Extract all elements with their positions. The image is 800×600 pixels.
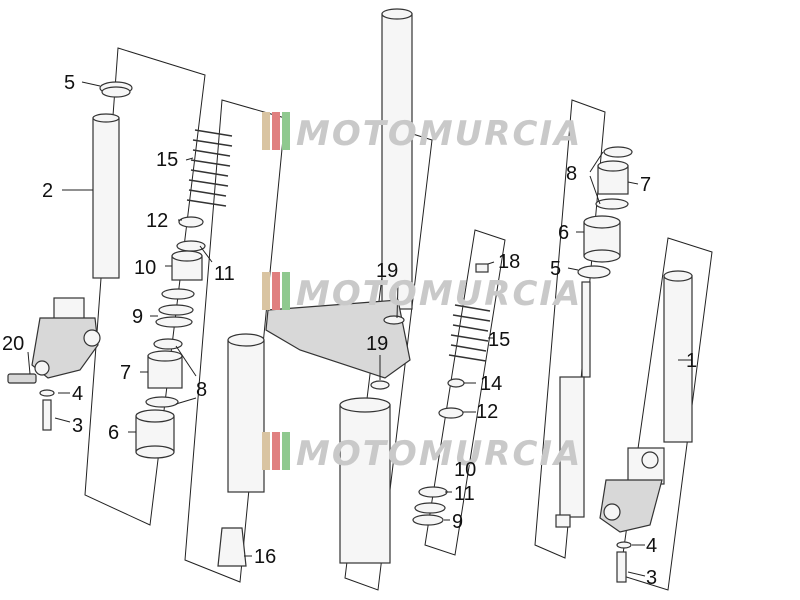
- callout-6-left[interactable]: 6: [108, 422, 119, 444]
- callout-7-right[interactable]: 7: [640, 174, 651, 196]
- callout-4-left[interactable]: 4: [72, 383, 83, 405]
- callout-15-left[interactable]: 15: [156, 149, 178, 171]
- fork-slider-left[interactable]: [31, 297, 101, 379]
- left-inner-tube[interactable]: [227, 333, 265, 493]
- part-4-washer-right[interactable]: [616, 541, 632, 549]
- part-9-rings-right[interactable]: [412, 502, 446, 526]
- callout-15-right[interactable]: 15: [488, 329, 510, 351]
- callout-19-bottom[interactable]: 19: [366, 333, 388, 355]
- part-2-fork-tube-left[interactable]: [92, 113, 120, 279]
- part-5-seal-left[interactable]: [99, 81, 133, 98]
- callout-12-left[interactable]: 12: [146, 210, 168, 232]
- part-7-bushing-left[interactable]: [147, 350, 183, 389]
- part-19-washer-top[interactable]: [383, 315, 405, 325]
- callout-9-left[interactable]: 9: [132, 306, 143, 328]
- callout-20[interactable]: 20: [2, 333, 24, 355]
- part-11-ring-left[interactable]: [176, 240, 206, 252]
- part-7-bushing-right[interactable]: [597, 160, 629, 195]
- part-8-clips-left[interactable]: [145, 338, 183, 408]
- svg-text:MOTOMURCIA: MOTOMURCIA: [296, 274, 582, 314]
- callout-7-left[interactable]: 7: [120, 362, 131, 384]
- callout-3-left[interactable]: 3: [72, 415, 83, 437]
- callout-8-left[interactable]: 8: [196, 379, 207, 401]
- svg-text:MOTOMURCIA: MOTOMURCIA: [296, 434, 582, 474]
- callout-4-right[interactable]: 4: [646, 535, 657, 557]
- callout-10-left[interactable]: 10: [134, 257, 156, 279]
- part-11-ring-right[interactable]: [418, 486, 448, 498]
- callout-11-left[interactable]: 11: [214, 263, 235, 285]
- center-inner-tube[interactable]: [339, 397, 391, 564]
- part-4-washer-left[interactable]: [39, 389, 55, 397]
- panel-right-internals: [424, 229, 506, 556]
- panel-right-cartridge: [534, 99, 606, 559]
- part-10-bushing-left[interactable]: [171, 250, 203, 281]
- part-6-guide-left[interactable]: [135, 409, 175, 459]
- callout-16[interactable]: 16: [254, 546, 276, 568]
- part-5-seal-right[interactable]: [577, 265, 611, 279]
- fork-slider-right[interactable]: [599, 447, 665, 533]
- watermark-bottom: MOTOMURCIA: [262, 432, 582, 474]
- part-20-axle-bolt[interactable]: [7, 373, 37, 384]
- callouts: 5 2 20 4 3 15 12 10 11 9 7 8 6 16 19 19 …: [2, 72, 697, 589]
- leader-lines: [27, 81, 692, 577]
- callout-11-right[interactable]: 11: [454, 483, 475, 505]
- part-3-bolt-left[interactable]: [42, 399, 52, 431]
- callout-18[interactable]: 18: [498, 251, 520, 273]
- steering-stem[interactable]: [381, 8, 413, 310]
- watermark-middle: MOTOMURCIA: [262, 272, 582, 314]
- callout-2[interactable]: 2: [42, 180, 53, 202]
- part-19-washer-bottom[interactable]: [370, 380, 390, 390]
- watermark-top: MOTOMURCIA: [262, 112, 582, 154]
- callout-5-left[interactable]: 5: [64, 72, 75, 94]
- part-3-bolt-right[interactable]: [616, 551, 627, 583]
- part-12-seat-right[interactable]: [438, 407, 464, 419]
- callout-12-right[interactable]: 12: [476, 401, 498, 423]
- part-18-cap[interactable]: [475, 263, 489, 273]
- part-1-fork-tube-right[interactable]: [663, 270, 693, 443]
- part-15-spring-right[interactable]: [448, 304, 491, 362]
- part-12-spring-seat-left[interactable]: [178, 216, 204, 228]
- part-8-clips-right[interactable]: [595, 146, 633, 210]
- callout-10-right[interactable]: 10: [454, 459, 476, 481]
- callout-9-right[interactable]: 9: [452, 511, 463, 533]
- callout-3-right[interactable]: 3: [646, 567, 657, 589]
- part-6-guide-right[interactable]: [583, 215, 621, 263]
- part-15-spring-left[interactable]: [186, 129, 233, 207]
- damper-cartridge[interactable]: [555, 281, 591, 528]
- part-16-bump-stop[interactable]: [217, 527, 247, 567]
- svg-text:MOTOMURCIA: MOTOMURCIA: [296, 114, 582, 154]
- callout-1[interactable]: 1: [686, 350, 697, 372]
- callout-8-right[interactable]: 8: [566, 163, 577, 185]
- part-14-seat-right[interactable]: [447, 378, 465, 388]
- callout-19-top[interactable]: 19: [376, 260, 398, 282]
- part-9-rings-left[interactable]: [155, 288, 195, 328]
- callout-14[interactable]: 14: [480, 373, 502, 395]
- callout-6-right[interactable]: 6: [558, 222, 569, 244]
- callout-5-right[interactable]: 5: [550, 258, 561, 280]
